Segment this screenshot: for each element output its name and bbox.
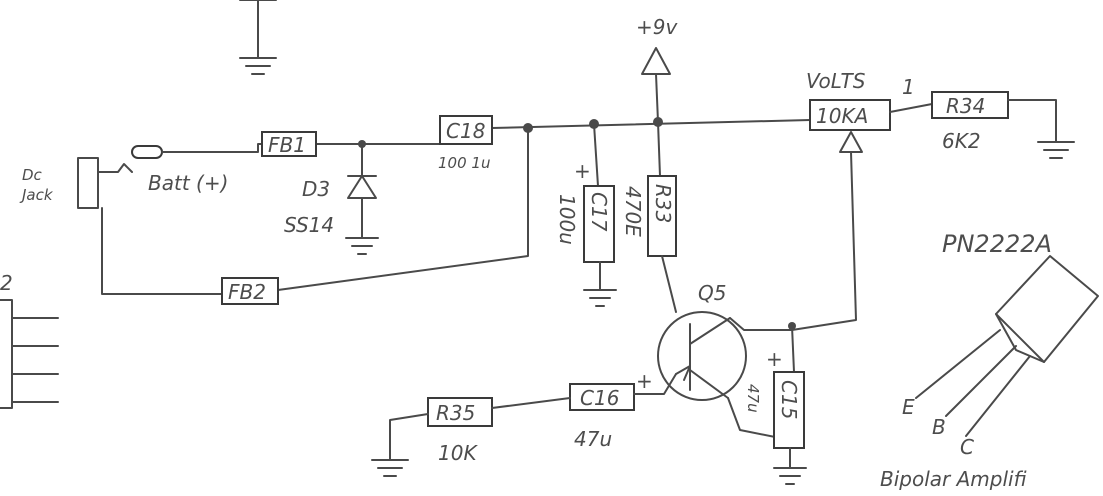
dc-jack: Dc Jack Batt (+) [19, 145, 228, 209]
c18-value: 100 1u [438, 154, 490, 172]
c16-polarity: + [636, 369, 653, 393]
fb2-label: FB2 [228, 280, 266, 304]
wire-fb1-c18 [315, 131, 441, 145]
edge-connector: 2 [0, 271, 59, 409]
r34-value: 6K2 [942, 129, 981, 153]
q5-transistor: Q5 [657, 281, 793, 441]
batt-label: Batt (+) [148, 171, 228, 195]
supply-label: +9v [636, 15, 678, 39]
batt-pin [131, 145, 163, 159]
c15-value: 47u [744, 384, 762, 413]
wire-jack-fb2 [101, 207, 223, 295]
c18-name: C18 [446, 119, 485, 143]
q5-name: Q5 [698, 281, 726, 305]
wire-c18-rail [491, 119, 811, 129]
fb2-ferrite: FB2 [221, 277, 279, 305]
pn2222a-package: PN2222A E B C Bipolar Amplifi [880, 230, 1099, 491]
d3-diode: D3 SS14 [284, 140, 379, 255]
node-rail-1 [523, 123, 533, 133]
r35-name: R35 [436, 401, 475, 425]
c17-name: C17 [587, 192, 611, 232]
c17-value: 100u [555, 194, 579, 245]
c15-name: C15 [777, 380, 801, 419]
r34-name: R34 [946, 94, 985, 118]
fb1-ferrite: FB1 [261, 131, 317, 157]
c18-capacitor: C18 100 1u [438, 115, 493, 172]
c15-capacitor: C15 47u + [744, 322, 807, 485]
d3-part: SS14 [284, 213, 334, 237]
r35-value: 10K [438, 441, 478, 465]
volts-potentiometer: 10KA VoLTS 1 [791, 69, 933, 331]
pot-pin: 1 [902, 75, 915, 99]
transistor-caption: Bipolar Amplifi [880, 467, 1027, 491]
pin-b-label: B [932, 415, 946, 439]
pin-e-label: E [902, 395, 915, 419]
wire-jack-fb1 [161, 143, 263, 153]
dc-jack-label-line2: Jack [19, 186, 54, 204]
r35-resistor: R35 10K [371, 397, 571, 477]
c15-polarity: + [766, 347, 783, 371]
dc-jack-label-line1: Dc [22, 166, 43, 184]
r33-value: 470E [621, 186, 645, 237]
c17-capacitor: C17 100u + [555, 123, 617, 307]
c16-value: 47u [574, 427, 612, 451]
supply-9v: +9v [636, 15, 678, 123]
ground-symbol-top-left [239, 0, 277, 75]
pot-name: 10KA [816, 104, 868, 128]
r33-resistor: R33 470E [621, 121, 677, 313]
c17-polarity: + [574, 159, 591, 183]
c16-capacitor: C16 47u + [569, 369, 677, 451]
fb1-label: FB1 [268, 133, 306, 157]
transistor-part: PN2222A [942, 230, 1052, 258]
r34-resistor: R34 6K2 [931, 91, 1075, 159]
d3-name: D3 [302, 177, 330, 201]
r33-name: R33 [651, 184, 675, 223]
pot-title: VoLTS [806, 69, 866, 93]
wire-fb2-rail [277, 127, 529, 291]
edge-label: 2 [0, 271, 13, 295]
c16-name: C16 [580, 386, 619, 410]
pin-c-label: C [960, 435, 974, 459]
